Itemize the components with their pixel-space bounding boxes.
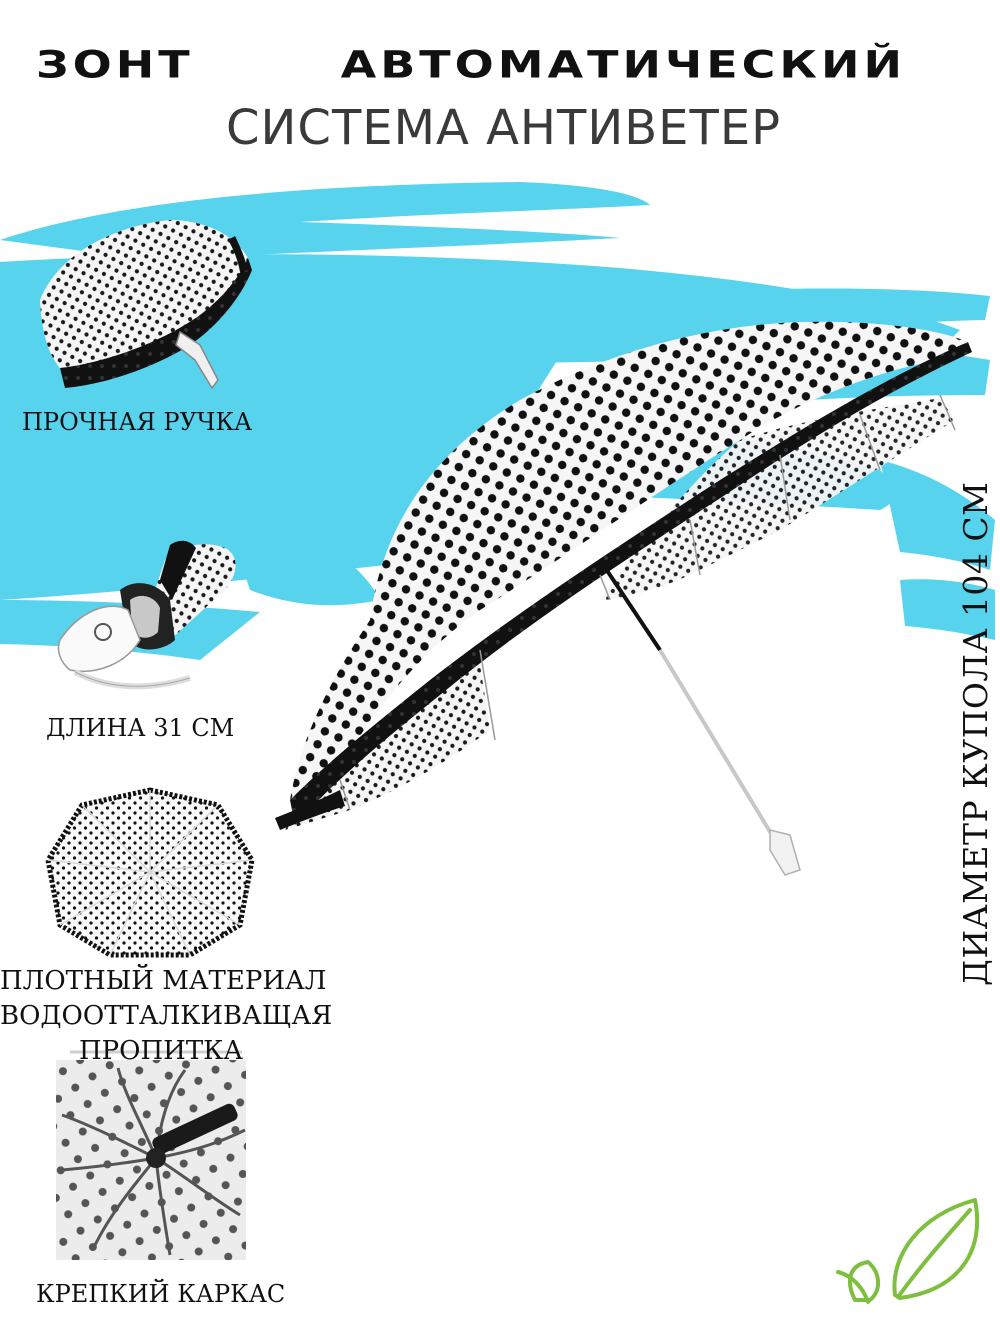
title-word-umbrella: ЗОНТ: [36, 42, 194, 87]
caption-line: ПРОПИТКА: [79, 1036, 243, 1066]
caption-line: КРЕПКИЙ КАРКАС: [36, 1280, 286, 1308]
caption-line: ПЛОТНЫЙ МАТЕРИАЛ: [0, 966, 327, 996]
green-leaf-icon: [836, 1198, 980, 1304]
closed-umbrella-handle-photo: [57, 540, 236, 690]
caption-line: ДЛИНА 31 СМ: [46, 714, 235, 742]
feature-caption-handle: ПРОЧНАЯ РУЧКА: [22, 408, 252, 436]
open-umbrella-photo: [275, 321, 972, 876]
frame-underside-photo: [56, 1050, 246, 1260]
product-title: ЗОНТ АВТОМАТИЧЕСКИЙ: [36, 42, 906, 86]
feature-caption-frame: КРЕПКИЙ КАРКАС: [36, 1280, 285, 1308]
folded-umbrella-photo: [40, 220, 252, 390]
title-word-automatic: АВТОМАТИЧЕСКИЙ: [340, 42, 906, 87]
canopy-top-view-photo: [45, 787, 255, 958]
caption-line: ВОДООТТАЛКИВАЩАЯ: [0, 1001, 333, 1031]
diameter-caption: ДИАМЕТР КУПОЛА 104 СМ: [956, 481, 995, 986]
product-subtitle: СИСТЕМА АНТИВЕТЕР: [226, 100, 782, 156]
feature-caption-material: ПЛОТНЫЙ МАТЕРИАЛ ВОДООТТАЛКИВАЩАЯ ПРОПИТ…: [0, 964, 333, 1069]
caption-line: ПРОЧНАЯ РУЧКА: [22, 408, 253, 436]
feature-caption-length: ДЛИНА 31 СМ: [46, 714, 234, 742]
